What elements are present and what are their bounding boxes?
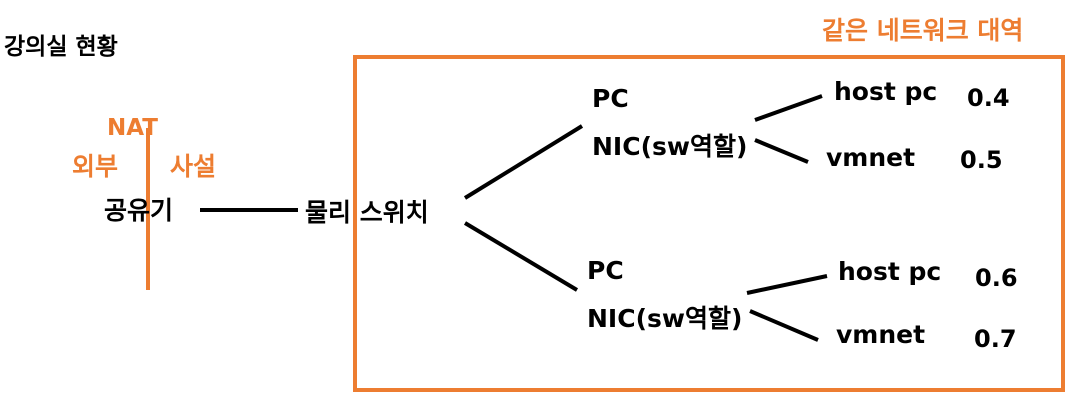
page-title: 강의실 현황 [4, 34, 118, 60]
pc1-nic-label: NIC(sw역할) [592, 132, 748, 161]
physical-switch-label: 물리 스위치 [305, 198, 429, 227]
network-band-label: 같은 네트워크 대역 [822, 16, 1024, 45]
pc1-hostpc-label: host pc [834, 77, 938, 106]
nat-label: NAT [107, 115, 158, 141]
switch-to-pc1-line [463, 124, 584, 200]
pc2-nic-label: NIC(sw역할) [587, 304, 743, 333]
nat-boundary-bar [146, 128, 150, 290]
pc2-hostpc-ip: 0.6 [975, 264, 1018, 292]
pc1-hostpc-ip: 0.4 [967, 84, 1010, 112]
pc1-to-vmnet-line [754, 138, 809, 164]
pc2-vmnet-label: vmnet [836, 320, 926, 349]
pc1-to-hostpc-line [754, 94, 823, 122]
pc1-vmnet-ip: 0.5 [960, 146, 1003, 174]
router-label: 공유기 [104, 196, 174, 225]
pc2-to-hostpc-line [746, 274, 828, 295]
pc1-label: PC [592, 84, 629, 113]
pc2-label: PC [587, 256, 624, 285]
outside-label: 외부 [72, 152, 119, 181]
pc2-vmnet-ip: 0.7 [974, 325, 1017, 353]
private-label: 사설 [170, 152, 217, 181]
network-band-box [353, 55, 1065, 392]
switch-to-pc2-line [463, 221, 579, 292]
pc2-hostpc-label: host pc [838, 257, 942, 286]
pc2-to-vmnet-line [749, 309, 819, 342]
pc1-vmnet-label: vmnet [826, 143, 916, 172]
